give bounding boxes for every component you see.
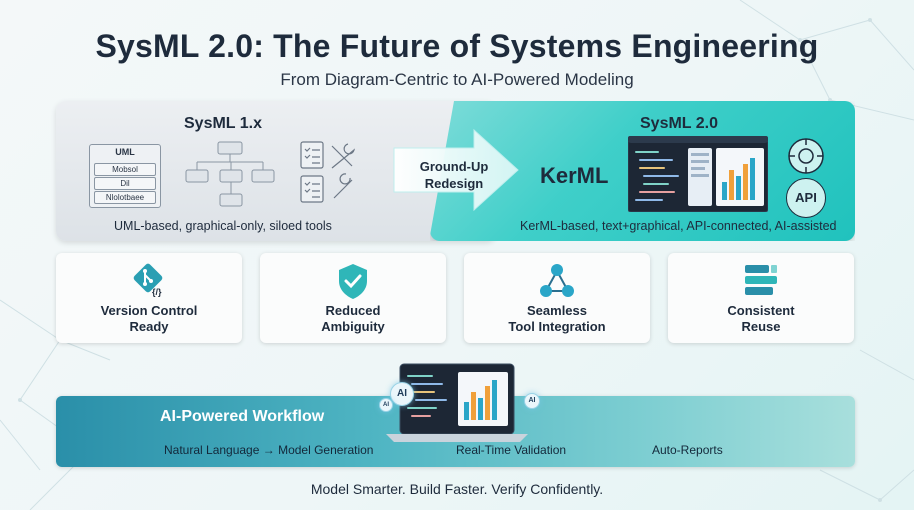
page-title: SysML 2.0: The Future of Systems Enginee…: [95, 28, 819, 64]
ai-badge-small-icon: AI: [524, 393, 540, 409]
checklist-tools-icon: [300, 141, 355, 203]
workflow-item-validation: Real-Time Validation: [456, 443, 567, 457]
uml-row: Nlolotbaee: [94, 191, 156, 204]
hierarchy-diagram-icon: [185, 141, 275, 207]
stacked-blocks-icon: [745, 265, 777, 295]
ai-brain-icon: [788, 138, 824, 174]
code-glyph: {/}: [152, 287, 162, 297]
ai-badge-small-icon: AI: [379, 398, 393, 412]
laptop-icon: [386, 363, 528, 442]
sysml1-title: SysML 1.x: [184, 115, 262, 132]
network-nodes-icon: [540, 264, 574, 297]
api-icon: API: [786, 178, 826, 218]
sysml2-caption: KerML-based, text+graphical, API-connect…: [520, 219, 837, 233]
feature-card-consistent-reuse: Consistent Reuse: [668, 253, 854, 343]
feature-label-line2: Tool Integration: [508, 319, 606, 334]
feature-card-tool-integration: Seamless Tool Integration: [464, 253, 650, 343]
workflow-title: AI-Powered Workflow: [160, 408, 325, 425]
feature-label: Reduced Ambiguity: [260, 303, 446, 335]
sysml2-title: SysML 2.0: [640, 115, 718, 132]
redesign-arrow-icon: [393, 128, 519, 212]
workflow-item-nl-generation: Natural Language → Model Generation: [164, 443, 374, 457]
page-subtitle: From Diagram-Centric to AI-Powered Model…: [280, 70, 634, 89]
redesign-label-line2: Redesign: [424, 176, 484, 191]
feature-label-line1: Version Control: [100, 303, 198, 318]
feature-label-line2: Ambiguity: [321, 319, 385, 334]
tagline: Model Smarter. Build Faster. Verify Conf…: [310, 481, 604, 497]
feature-card-reduced-ambiguity: Reduced Ambiguity: [260, 253, 446, 343]
uml-row: Dil: [94, 177, 156, 190]
uml-box-header: UML: [115, 147, 135, 157]
feature-label-line1: Consistent: [727, 303, 795, 318]
shield-check-icon: [339, 264, 367, 299]
feature-label-line2: Ready: [129, 319, 169, 334]
feature-label: Version Control Ready: [56, 303, 242, 335]
redesign-label-line1: Ground-Up: [419, 159, 489, 174]
kerml-label: KerML: [540, 163, 609, 188]
sysml1-caption: UML-based, graphical-only, siloed tools: [114, 219, 332, 233]
feature-label: Consistent Reuse: [668, 303, 854, 335]
git-branch-icon: [133, 263, 163, 293]
uml-row: Mobsol: [94, 163, 156, 176]
workflow-item-auto-reports: Auto-Reports: [652, 443, 723, 457]
redesign-label: Ground-Up Redesign: [402, 158, 506, 192]
uml-class-box: UML Mobsol Dil Nlolotbaee: [89, 144, 161, 208]
feature-label-line2: Reuse: [741, 319, 781, 334]
feature-card-version-control: {/} Version Control Ready: [56, 253, 242, 343]
feature-label-line1: Seamless: [527, 303, 587, 318]
ai-badge-icon: AI: [390, 382, 414, 406]
code-editor-mockup: [628, 136, 768, 212]
feature-label-line1: Reduced: [325, 303, 381, 318]
feature-label: Seamless Tool Integration: [464, 303, 650, 335]
